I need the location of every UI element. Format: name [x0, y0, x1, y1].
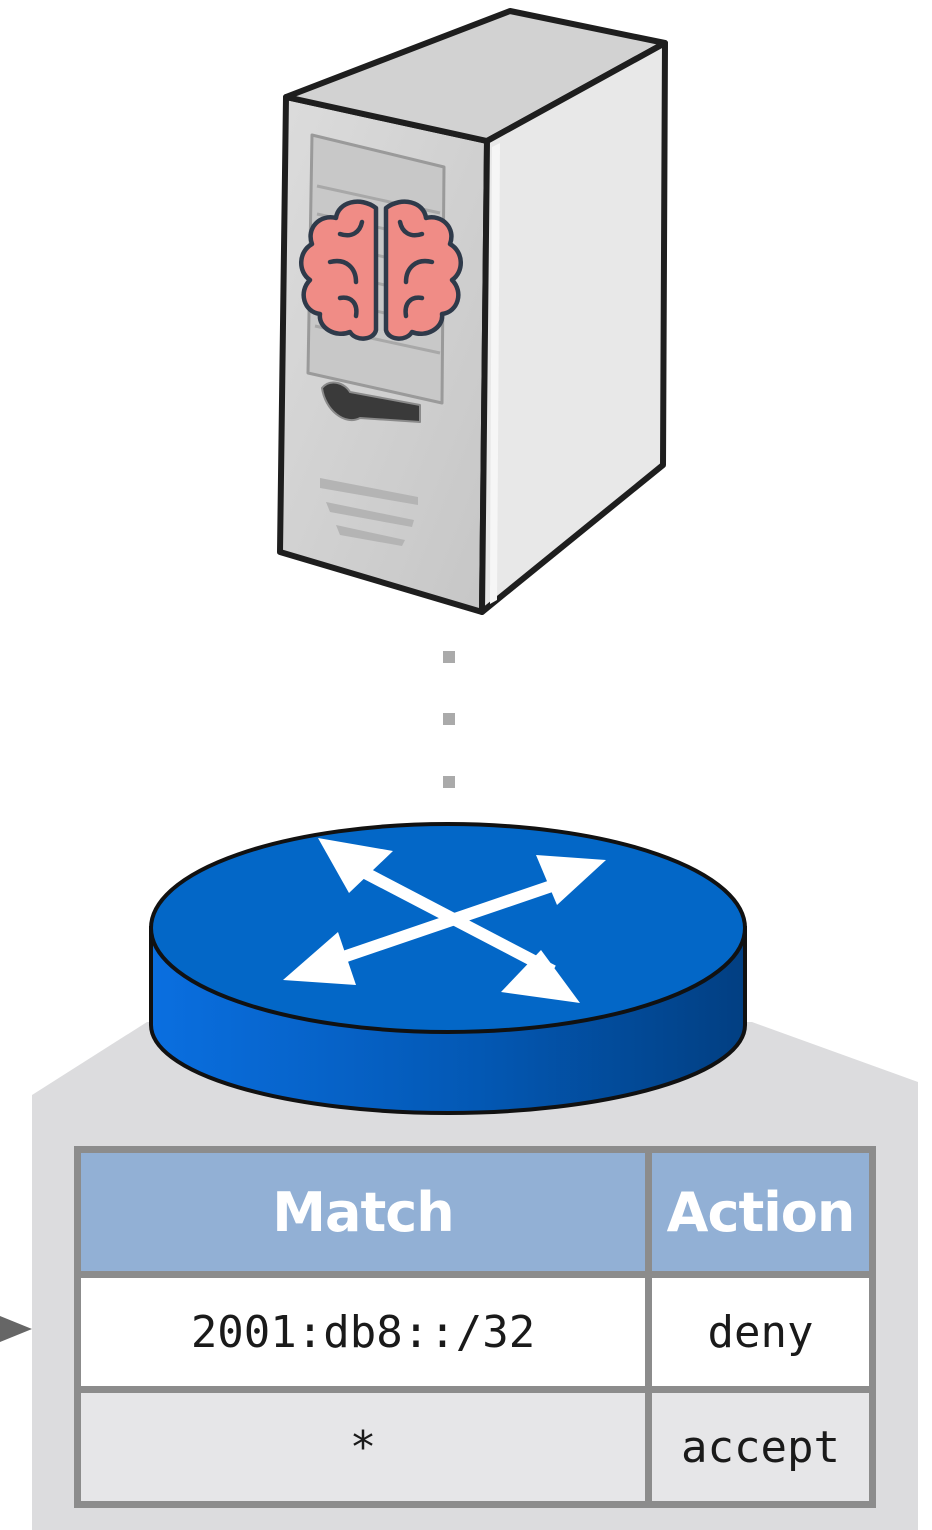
drive-slot — [321, 381, 421, 423]
brain-icon — [299, 199, 463, 341]
table-row: 2001:db8::/32 deny — [74, 1271, 876, 1393]
flow-table: Match Action 2001:db8::/32 deny * accept — [74, 1146, 876, 1508]
switch-icon — [149, 822, 747, 1115]
arrow-right-icon — [0, 1316, 32, 1342]
match-cell: * — [74, 1386, 652, 1508]
flow-table-header: Match Action — [74, 1146, 876, 1278]
match-cell: 2001:db8::/32 — [74, 1271, 652, 1393]
action-cell: accept — [645, 1386, 876, 1508]
vent-lines — [320, 478, 418, 546]
dotted-link — [443, 651, 455, 788]
header-action: Action — [645, 1146, 876, 1278]
header-match: Match — [74, 1146, 652, 1278]
table-row: * accept — [74, 1386, 876, 1508]
action-cell: deny — [645, 1271, 876, 1393]
